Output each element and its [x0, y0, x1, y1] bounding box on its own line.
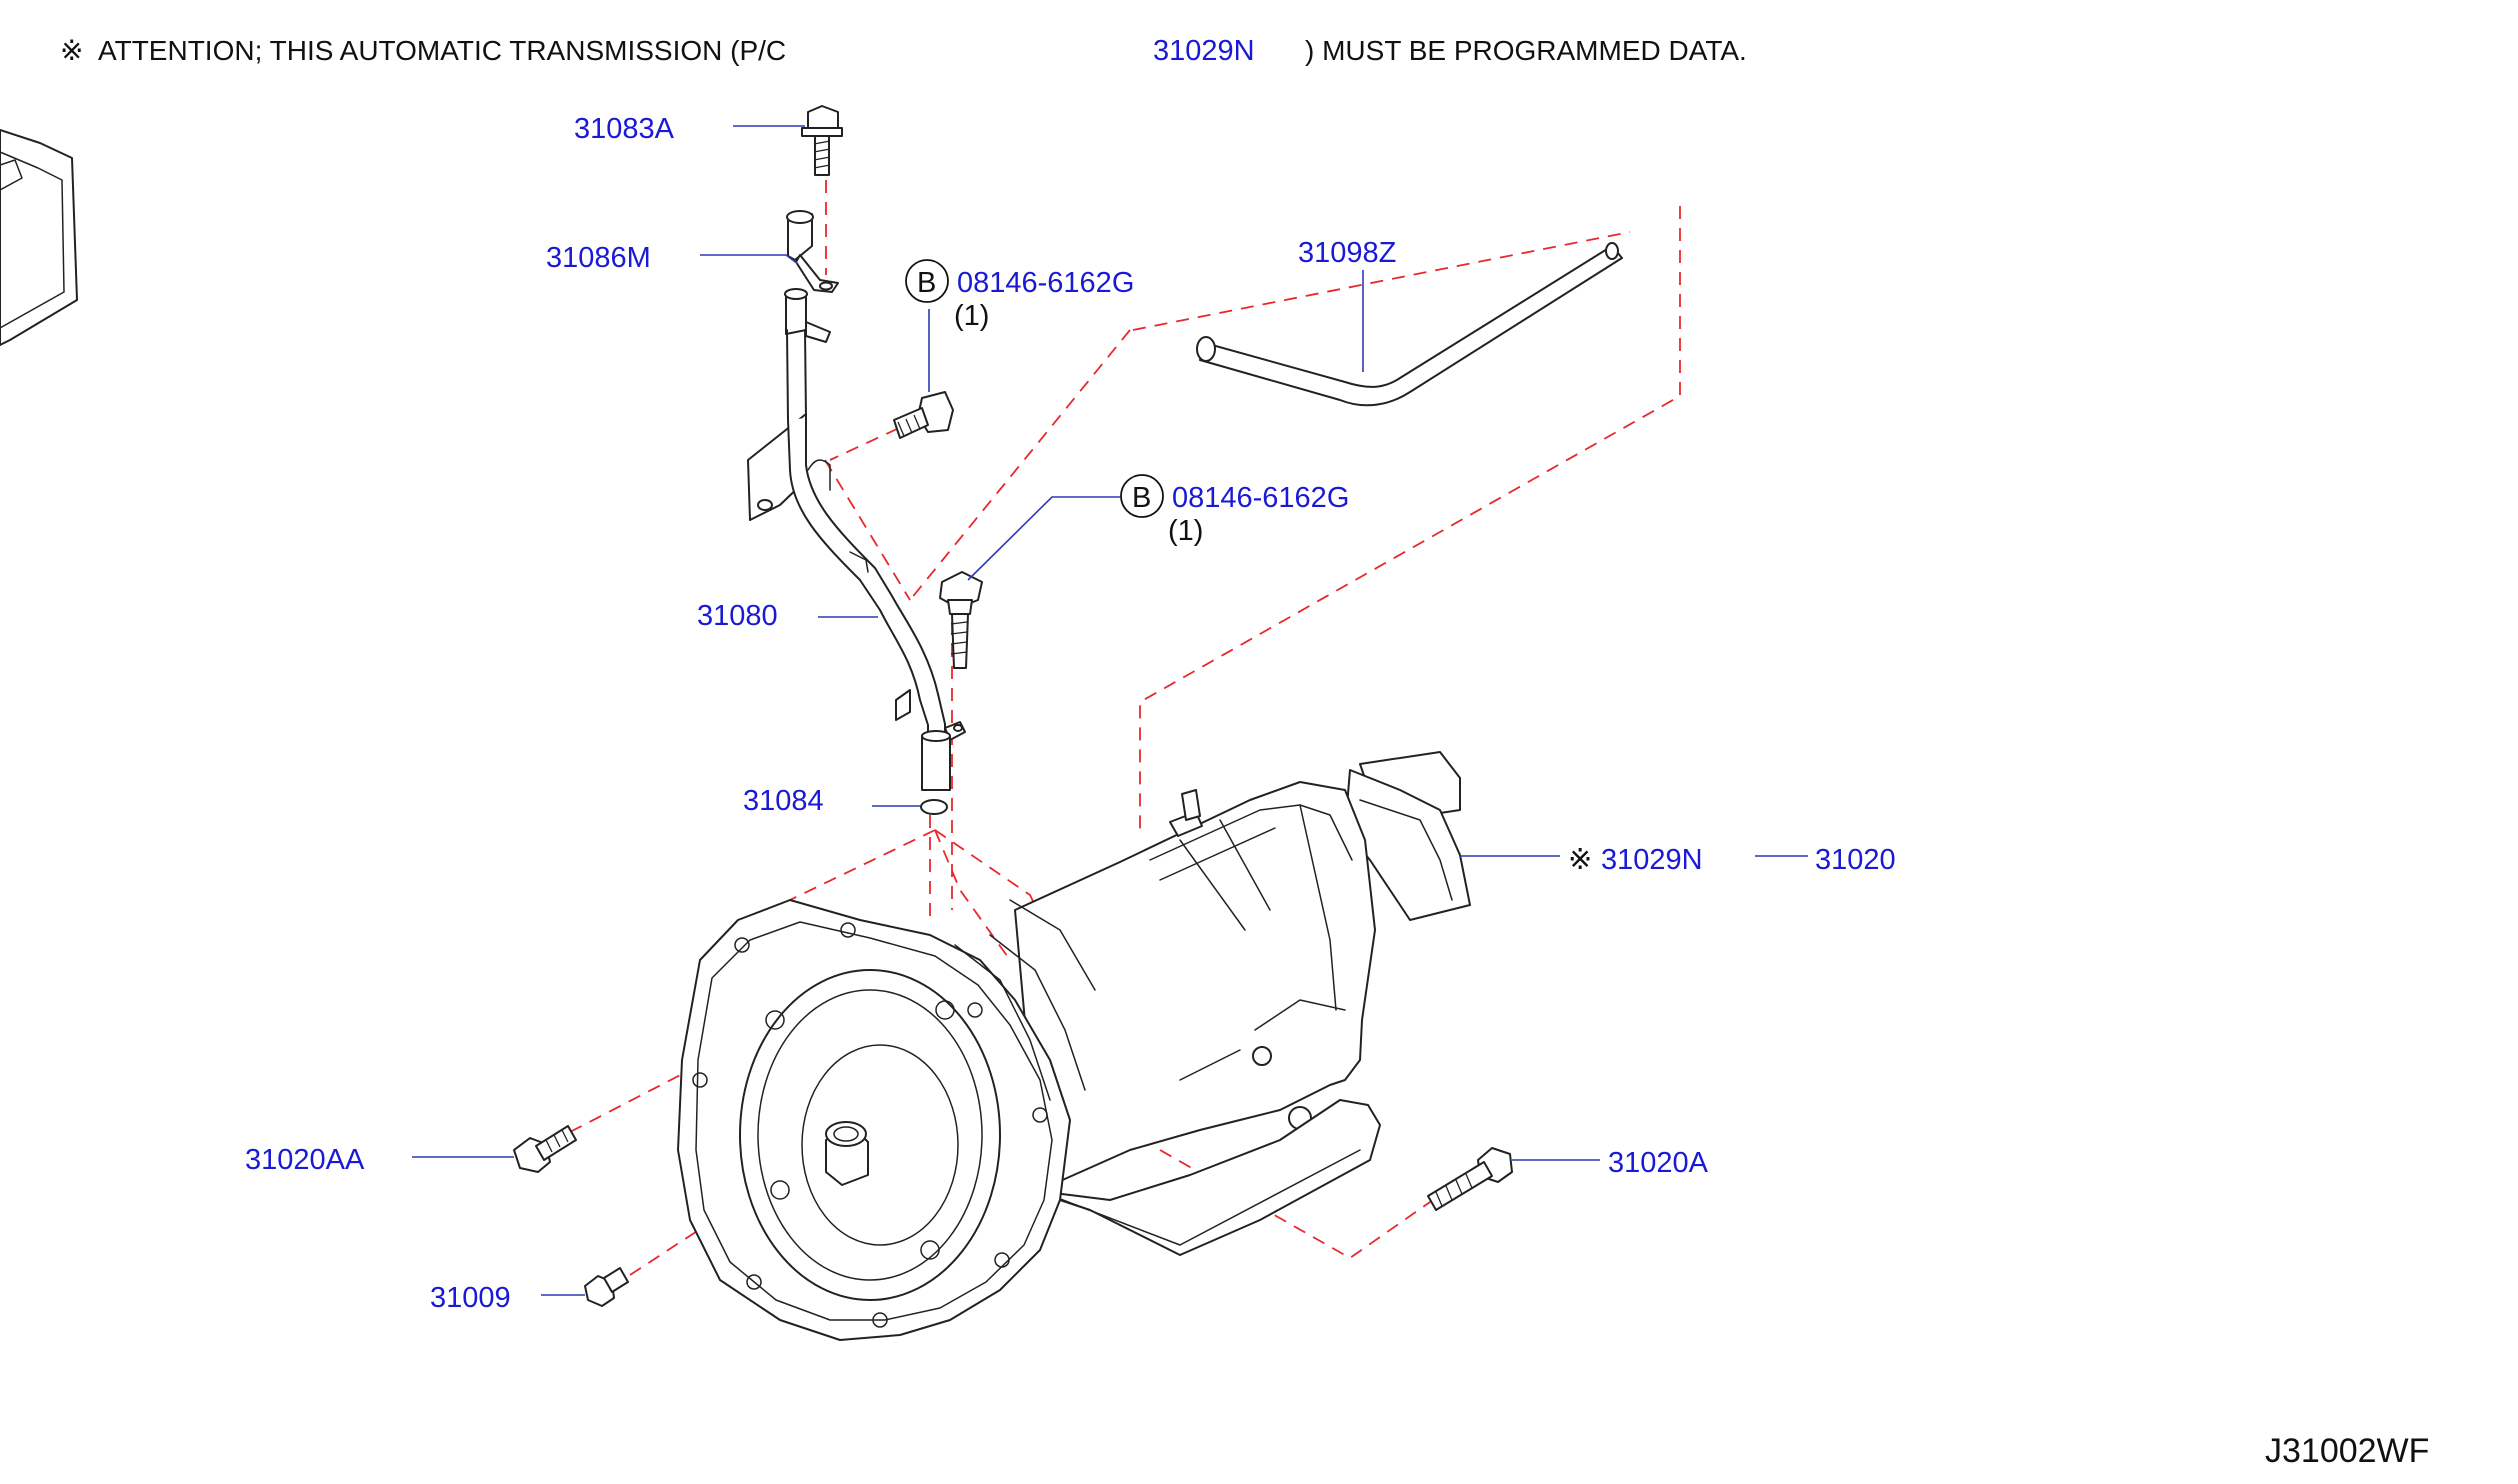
o-ring-31084[interactable] — [920, 799, 948, 815]
bolt-31020a[interactable] — [1427, 1147, 1513, 1211]
bolt-08146-6162g-upper[interactable] — [893, 391, 954, 439]
dipstick-tube-31080[interactable] — [747, 288, 966, 791]
attention-part-number[interactable]: 31029N — [1153, 35, 1255, 67]
leader-lines — [412, 125, 1808, 1296]
label-31086m[interactable]: 31086M — [546, 242, 651, 274]
label-31084[interactable]: 31084 — [743, 785, 824, 817]
label-31020a[interactable]: 31020A — [1608, 1147, 1709, 1179]
automatic-transmission-31020[interactable] — [677, 751, 1471, 1341]
quantity-lower: (1) — [1168, 515, 1203, 547]
label-pc-symbol: ※ — [1568, 844, 1592, 876]
diagram-reference-code: J31002WF — [2265, 1432, 2429, 1470]
reference-letter-b-upper: B — [917, 267, 936, 299]
quantity-upper: (1) — [954, 300, 989, 332]
attention-text: ATTENTION; THIS AUTOMATIC TRANSMISSION (… — [98, 35, 786, 66]
label-08146-6162g-lower[interactable]: 08146-6162G — [1172, 482, 1349, 514]
bolt-31020aa[interactable] — [513, 1125, 577, 1173]
adjacent-component-edge — [0, 129, 78, 346]
callout-labels: 31083A 31086M B 08146-6162G (1) 31098Z B… — [245, 113, 1896, 1314]
reference-circle-b-lower — [1120, 474, 1164, 518]
label-31009[interactable]: 31009 — [430, 1282, 511, 1314]
attention-text-end: ) MUST BE PROGRAMMED DATA. — [1305, 35, 1747, 66]
label-31029n[interactable]: 31029N — [1601, 844, 1703, 876]
bolt-31083a[interactable] — [801, 105, 843, 176]
label-08146-6162g-upper[interactable]: 08146-6162G — [957, 267, 1134, 299]
plug-31009[interactable] — [584, 1267, 629, 1307]
attention-symbol: ※ — [60, 35, 83, 66]
attention-note: ※ ATTENTION; THIS AUTOMATIC TRANSMISSION… — [60, 35, 1747, 67]
bolt-08146-6162g-lower[interactable] — [939, 571, 983, 669]
label-31020aa[interactable]: 31020AA — [245, 1144, 365, 1176]
reference-circle-b-upper — [905, 259, 949, 303]
reference-letter-b-lower: B — [1132, 482, 1151, 514]
bracket-31086m[interactable] — [786, 210, 839, 293]
label-31080[interactable]: 31080 — [697, 600, 778, 632]
label-31083a[interactable]: 31083A — [574, 113, 675, 145]
breather-hose-31098z[interactable] — [1196, 242, 1623, 407]
label-31098z[interactable]: 31098Z — [1298, 237, 1396, 269]
label-31020[interactable]: 31020 — [1815, 844, 1896, 876]
